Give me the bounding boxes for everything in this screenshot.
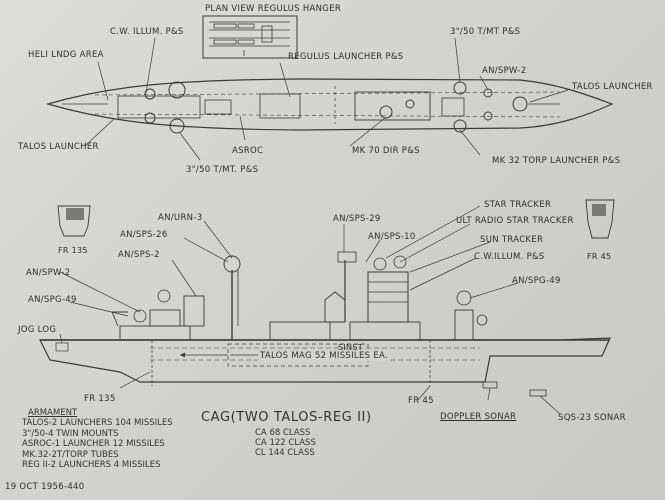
label-fr135-section: FR 135 (58, 246, 88, 255)
plan-view-title: PLAN VIEW REGULUS HANGER (205, 4, 342, 14)
class-item: CA 68 CLASS (255, 428, 311, 438)
label-mk70: MK 70 DIR P&S (352, 146, 420, 156)
label-sqs23-sonar: SQS-23 SONAR (558, 413, 626, 423)
label-doppler-sonar: DOPPLER SONAR (440, 412, 517, 422)
plan-view (45, 78, 614, 134)
label-fr45-profile: FR 45 (408, 396, 434, 406)
label-talos-launcher-aft: TALOS LAUNCHER (18, 142, 99, 152)
label-gun-aft-plan: 3"/50 T/MT. P&S (186, 165, 259, 175)
label-ansps26: AN/SPS-26 (120, 230, 168, 240)
label-ansps10: AN/SPS-10 (368, 232, 416, 242)
label-ansps29: AN/SPS-29 (333, 214, 381, 224)
drawing-title: CAG(TWO TALOS-REG II) (201, 410, 372, 425)
label-heli-area: HELI LNDG AREA (28, 50, 104, 60)
regulus-hangar-inset (202, 15, 298, 59)
profile-view (39, 251, 611, 397)
frame-section-135 (57, 205, 91, 237)
label-ansps2: AN/SPS-2 (118, 250, 160, 260)
class-item: CA 122 CLASS (255, 438, 316, 448)
label-anspw2-plan: AN/SPW-2 (482, 66, 527, 76)
label-sinst: SINST (338, 343, 363, 352)
label-regulus-launcher: REGULUS LAUNCHER P&S (288, 52, 404, 62)
class-list: CA 68 CLASS CA 122 CLASS CL 144 CLASS (255, 428, 316, 458)
label-talos-mag: TALOS MAG 52 MISSILES EA. (258, 351, 390, 361)
armament-line: 3"/50-4 TWIN MOUNTS (22, 428, 119, 439)
plan-leaders (84, 37, 569, 161)
label-jog-log: JOG LOG (18, 325, 57, 335)
armament-line: MK.32-2T/TORP TUBES (22, 449, 119, 460)
class-item: CL 144 CLASS (255, 448, 315, 458)
armament-line: TALOS-2 LAUNCHERS 104 MISSILES (22, 418, 173, 429)
label-talos-launcher-fwd: TALOS LAUNCHER (572, 82, 653, 92)
date-code: 19 OCT 1956-440 (5, 482, 85, 492)
armament-line: REG II-2 LAUNCHERS 4 MISSILES (22, 460, 161, 471)
label-fr135-profile: FR 135 (84, 394, 116, 404)
label-anspg49-aft: AN/SPG-49 (28, 295, 77, 305)
armament-list: ARMAMENT TALOS-2 LAUNCHERS 104 MISSILES … (22, 408, 173, 470)
label-mk32: MK 32 TORP LAUNCHER P&S (492, 156, 621, 166)
label-cw-illum-plan: C.W. ILLUM. P&S (110, 27, 184, 37)
label-sun-tracker: SUN TRACKER (480, 235, 544, 245)
label-fr45-section: FR 45 (587, 252, 612, 261)
armament-line: ASROC-1 LAUNCHER 12 MISSILES (22, 439, 165, 450)
label-ult-radio-star-tracker: ULT RADIO STAR TRACKER (456, 216, 574, 226)
frame-section-45 (585, 199, 615, 239)
label-star-tracker: STAR TRACKER (484, 200, 552, 210)
label-asroc: ASROC (232, 146, 264, 156)
armament-heading: ARMAMENT (28, 408, 78, 418)
label-anspg49-fwd: AN/SPG-49 (512, 276, 561, 286)
label-anspw2-profile: AN/SPW-2 (26, 268, 71, 278)
label-gun-fwd-plan: 3"/50 T/MT P&S (450, 27, 521, 37)
label-cw-illum-profile: C.W.ILLUM. P&S (474, 252, 545, 262)
label-anurn3: AN/URN-3 (158, 213, 203, 223)
